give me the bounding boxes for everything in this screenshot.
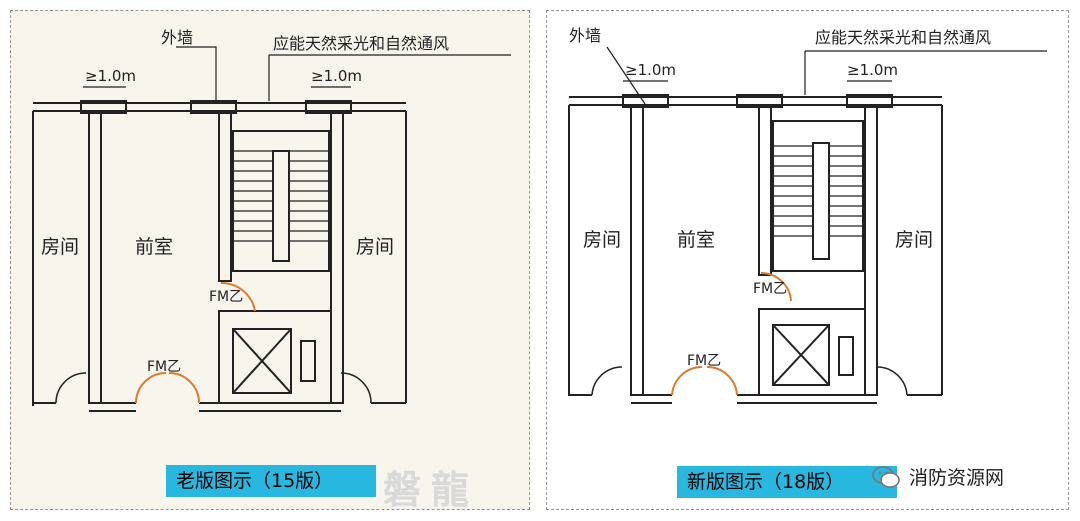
room-left-label: 房间 <box>583 229 621 251</box>
anteroom-label: 前室 <box>135 236 173 258</box>
outer-wall-label: 外墙 <box>161 28 193 47</box>
new-version-panel: 外墙 应能天然采光和自然通风 ≥1.0m ≥1.0m 房间 前室 房间 FM乙 … <box>546 10 1069 510</box>
outer-wall-label: 外墙 <box>569 26 601 45</box>
anteroom-label: 前室 <box>677 229 715 251</box>
old-version-panel: 外墙 应能天然采光和自然通风 ≥1.0m ≥1.0m 房间 前室 房间 FM乙 … <box>10 10 530 512</box>
door-stair-label: FM乙 <box>209 289 243 305</box>
old-version-caption: 老版图示（15版） <box>166 465 376 497</box>
dim-right-label: ≥1.0m <box>311 67 362 85</box>
new-version-caption: 新版图示（18版） <box>677 466 897 498</box>
ventilation-label: 应能天然采光和自然通风 <box>273 34 449 53</box>
dim-left-label: ≥1.0m <box>625 61 676 79</box>
watermark-logo: 磐龍 <box>383 467 480 512</box>
room-left-label: 房间 <box>41 236 79 258</box>
old-floor-plan: 外墙 应能天然采光和自然通风 ≥1.0m ≥1.0m 房间 前室 房间 FM乙 … <box>32 28 511 412</box>
door-stair-label: FM乙 <box>753 281 787 297</box>
new-floor-plan: 外墙 应能天然采光和自然通风 ≥1.0m ≥1.0m 房间 前室 房间 FM乙 … <box>568 26 1047 404</box>
dim-left-label: ≥1.0m <box>85 67 136 85</box>
room-right-label: 房间 <box>895 229 933 251</box>
door-ante-label: FM乙 <box>687 353 721 369</box>
wechat-icon <box>871 464 901 490</box>
dim-right-label: ≥1.0m <box>847 61 898 79</box>
room-right-label: 房间 <box>356 236 394 258</box>
door-ante-label: FM乙 <box>147 359 181 375</box>
brand-name: 消防资源网 <box>909 467 1005 489</box>
brand-logo: 消防资源网 <box>871 463 1004 490</box>
ventilation-label: 应能天然采光和自然通风 <box>815 28 991 47</box>
